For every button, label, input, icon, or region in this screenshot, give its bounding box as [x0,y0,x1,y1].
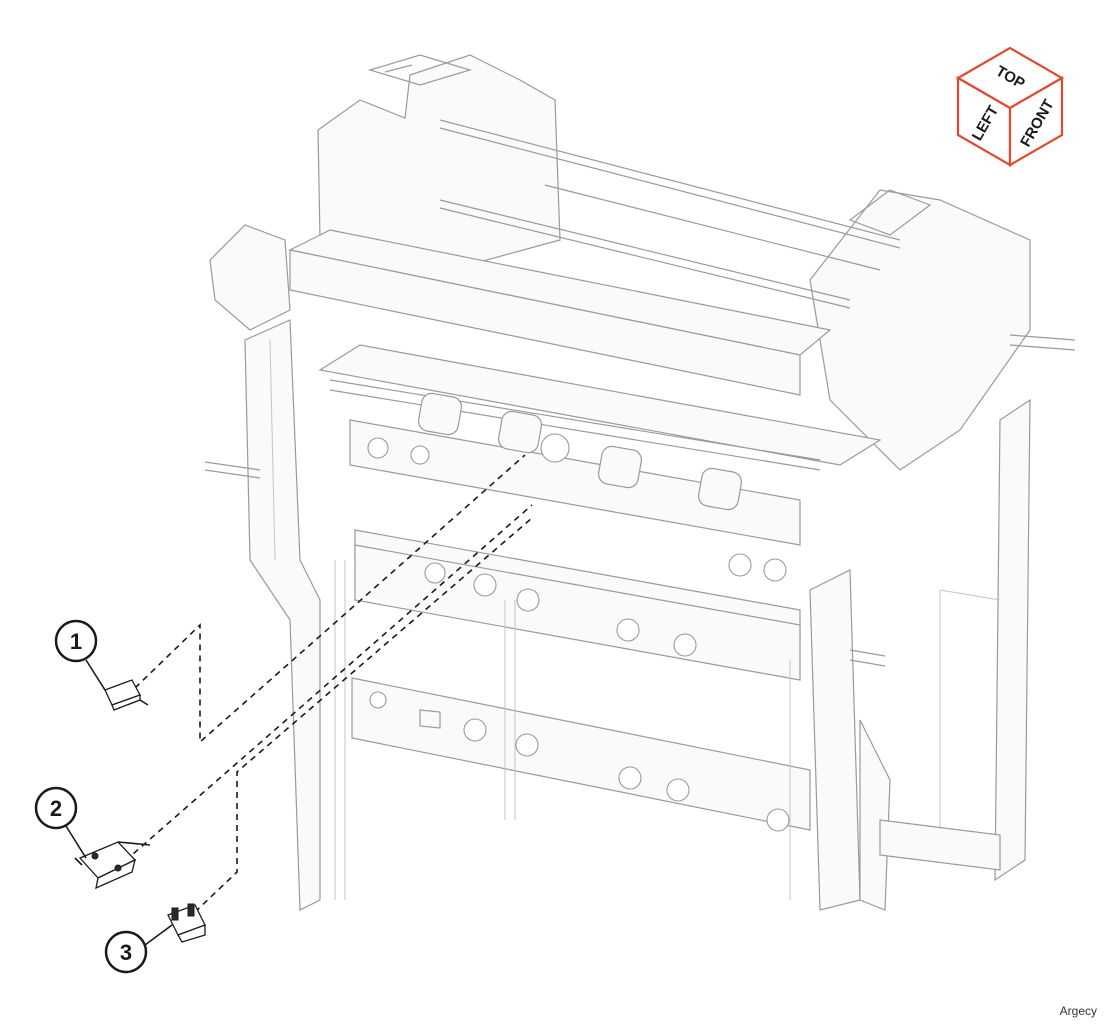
frame-assembly [204,54,1076,911]
part-3-photo-interrupter [167,903,206,943]
orientation-cube: TOP LEFT FRONT [955,46,1065,167]
callout-3-label: 3 [120,940,132,965]
callout-1: 1 [54,619,106,691]
assembly-leader-lines [116,454,533,913]
callout-2: 2 [34,786,87,859]
part-1-sensor [104,679,149,711]
callout-3: 3 [104,924,173,974]
callout-2-label: 2 [50,796,62,821]
callout-1-label: 1 [70,629,82,654]
part-2-microswitch [74,841,151,890]
watermark: Argecy [1059,1004,1097,1018]
